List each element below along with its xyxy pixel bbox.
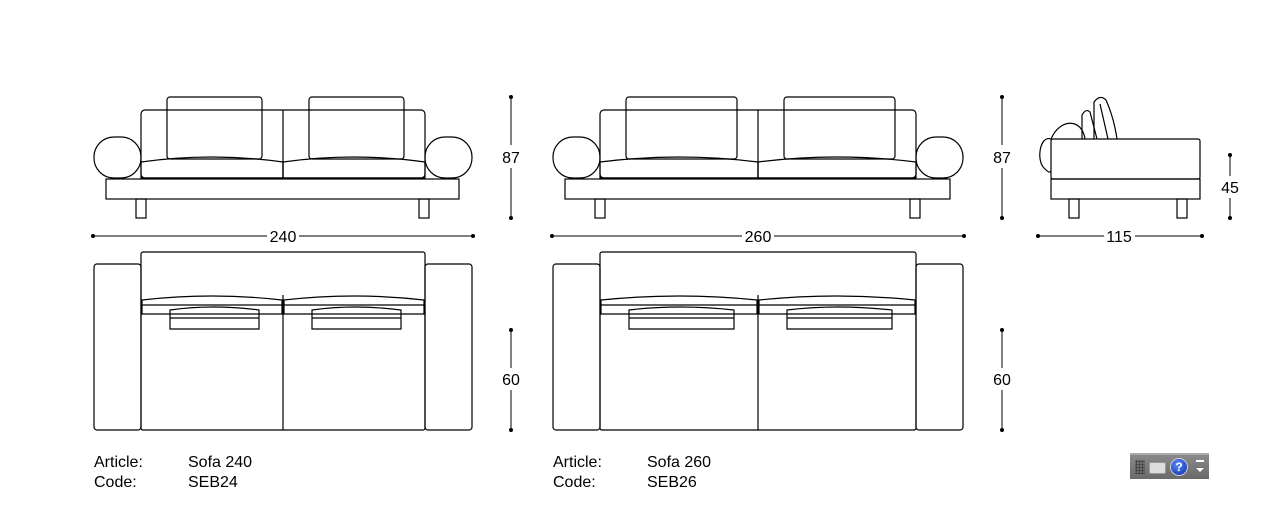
top-pillow bbox=[169, 306, 260, 330]
article-value: Sofa 240 bbox=[188, 454, 253, 471]
keyboard-icon[interactable] bbox=[1149, 462, 1166, 474]
leg bbox=[909, 198, 921, 219]
back-cushion bbox=[625, 96, 738, 160]
top-arm bbox=[424, 263, 473, 431]
armrest-roll bbox=[552, 136, 601, 179]
side-base bbox=[1050, 178, 1201, 200]
article-label: Article: bbox=[553, 454, 602, 471]
top-back-cushion bbox=[758, 295, 916, 315]
top-pillow bbox=[311, 306, 402, 330]
grid-icon[interactable] bbox=[1135, 460, 1145, 474]
code-label: Code: bbox=[94, 474, 137, 491]
help-icon[interactable]: ? bbox=[1170, 458, 1188, 476]
leg bbox=[135, 198, 147, 219]
back-cushion bbox=[166, 96, 263, 160]
dimension-dot bbox=[509, 95, 513, 99]
sofa-260-info: Article: Sofa 260 Code: SEB26 bbox=[553, 453, 753, 493]
dimension-dot bbox=[1000, 428, 1004, 432]
top-back-cushion bbox=[283, 295, 425, 315]
width-label: 260 bbox=[745, 229, 772, 246]
top-pillow bbox=[786, 306, 893, 330]
leg bbox=[594, 198, 606, 219]
armrest-roll bbox=[93, 136, 142, 179]
top-back-cushion bbox=[141, 295, 283, 315]
article-label: Article: bbox=[94, 454, 143, 471]
minimize-icon[interactable] bbox=[1196, 460, 1204, 462]
top-arm bbox=[93, 263, 142, 431]
dimension-dot bbox=[91, 234, 95, 238]
sofa-260-drawing: 260 87 60 bbox=[550, 95, 1011, 432]
article-value: Sofa 260 bbox=[647, 454, 712, 471]
seat-cushion bbox=[599, 156, 759, 179]
dimension-dot bbox=[471, 234, 475, 238]
top-back-cushion bbox=[600, 295, 758, 315]
depth-label: 60 bbox=[502, 372, 520, 389]
back-cushion bbox=[308, 96, 405, 160]
side-back-cushion bbox=[1081, 109, 1098, 140]
side-leg bbox=[1068, 198, 1080, 219]
floating-toolbar: ? bbox=[1130, 453, 1209, 479]
seat-cushion bbox=[282, 156, 426, 179]
code-label: Code: bbox=[553, 474, 596, 491]
width-label: 240 bbox=[270, 229, 297, 246]
side-seat bbox=[1050, 138, 1201, 180]
side-seat-height-label: 45 bbox=[1221, 180, 1239, 197]
top-arm bbox=[915, 263, 964, 431]
dimension-dot bbox=[1000, 328, 1004, 332]
seat-cushion bbox=[757, 156, 917, 179]
side-armrest bbox=[1039, 122, 1086, 173]
width-dimension bbox=[552, 97, 1003, 430]
side-view-drawing: 115 45 bbox=[1036, 96, 1239, 246]
depth-label: 60 bbox=[993, 372, 1011, 389]
base bbox=[564, 178, 951, 200]
dimension-dot bbox=[550, 234, 554, 238]
side-depth-label: 115 bbox=[1106, 229, 1132, 246]
top-arm bbox=[552, 263, 601, 431]
side-back-cushion bbox=[1093, 96, 1118, 140]
dimension-dot bbox=[1000, 95, 1004, 99]
height-label: 87 bbox=[502, 150, 520, 167]
top-pillow bbox=[628, 306, 735, 330]
sofa-240-drawing: 240 87 60 bbox=[91, 95, 520, 432]
width-dimension bbox=[93, 97, 512, 430]
armrest-roll bbox=[424, 136, 473, 179]
seat-cushion bbox=[140, 156, 284, 179]
side-leg bbox=[1176, 198, 1188, 219]
code-value: SEB24 bbox=[188, 474, 238, 491]
leg bbox=[418, 198, 430, 219]
dimension-dot bbox=[509, 428, 513, 432]
armrest-roll bbox=[915, 136, 964, 179]
dimension-dot bbox=[509, 216, 513, 220]
dimension-dot bbox=[1000, 216, 1004, 220]
height-label: 87 bbox=[993, 150, 1011, 167]
dimension-dot bbox=[962, 234, 966, 238]
back-cushion bbox=[783, 96, 896, 160]
dropdown-icon[interactable] bbox=[1196, 468, 1204, 472]
base bbox=[105, 178, 460, 200]
dimension-dot bbox=[509, 328, 513, 332]
code-value: SEB26 bbox=[647, 474, 697, 491]
sofa-240-info: Article: Sofa 240 Code: SEB24 bbox=[94, 453, 294, 493]
